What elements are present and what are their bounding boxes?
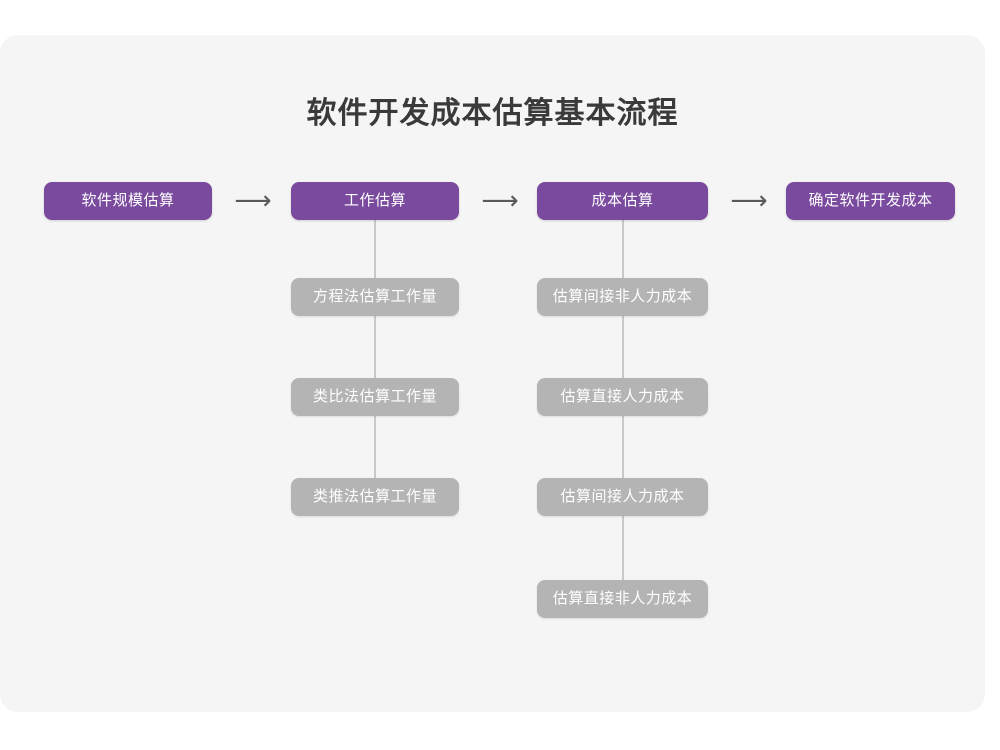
diagram-card — [0, 35, 985, 712]
branch-node-indirect-non-labor-cost[interactable]: 估算间接非人力成本 — [537, 278, 708, 316]
flow-arrow-1-icon: ⟶ — [234, 185, 272, 215]
flow-arrow-2-icon: ⟶ — [481, 185, 519, 215]
branch-node-direct-non-labor-cost[interactable]: 估算直接非人力成本 — [537, 580, 708, 618]
connector-line-step2 — [374, 220, 376, 498]
flow-step-cost-estimation[interactable]: 成本估算 — [537, 182, 708, 220]
branch-node-indirect-labor-cost[interactable]: 估算间接人力成本 — [537, 478, 708, 516]
flow-step-effort-estimation[interactable]: 工作估算 — [291, 182, 459, 220]
flow-step-determine-development-cost[interactable]: 确定软件开发成本 — [786, 182, 955, 220]
branch-node-analogy-method-effort[interactable]: 类比法估算工作量 — [291, 378, 459, 416]
branch-node-equation-method-effort[interactable]: 方程法估算工作量 — [291, 278, 459, 316]
flow-arrow-3-icon: ⟶ — [730, 185, 768, 215]
branch-node-direct-labor-cost[interactable]: 估算直接人力成本 — [537, 378, 708, 416]
branch-node-inference-method-effort[interactable]: 类推法估算工作量 — [291, 478, 459, 516]
page-title: 软件开发成本估算基本流程 — [306, 97, 679, 130]
flow-step-software-scale-estimation[interactable]: 软件规模估算 — [44, 182, 212, 220]
